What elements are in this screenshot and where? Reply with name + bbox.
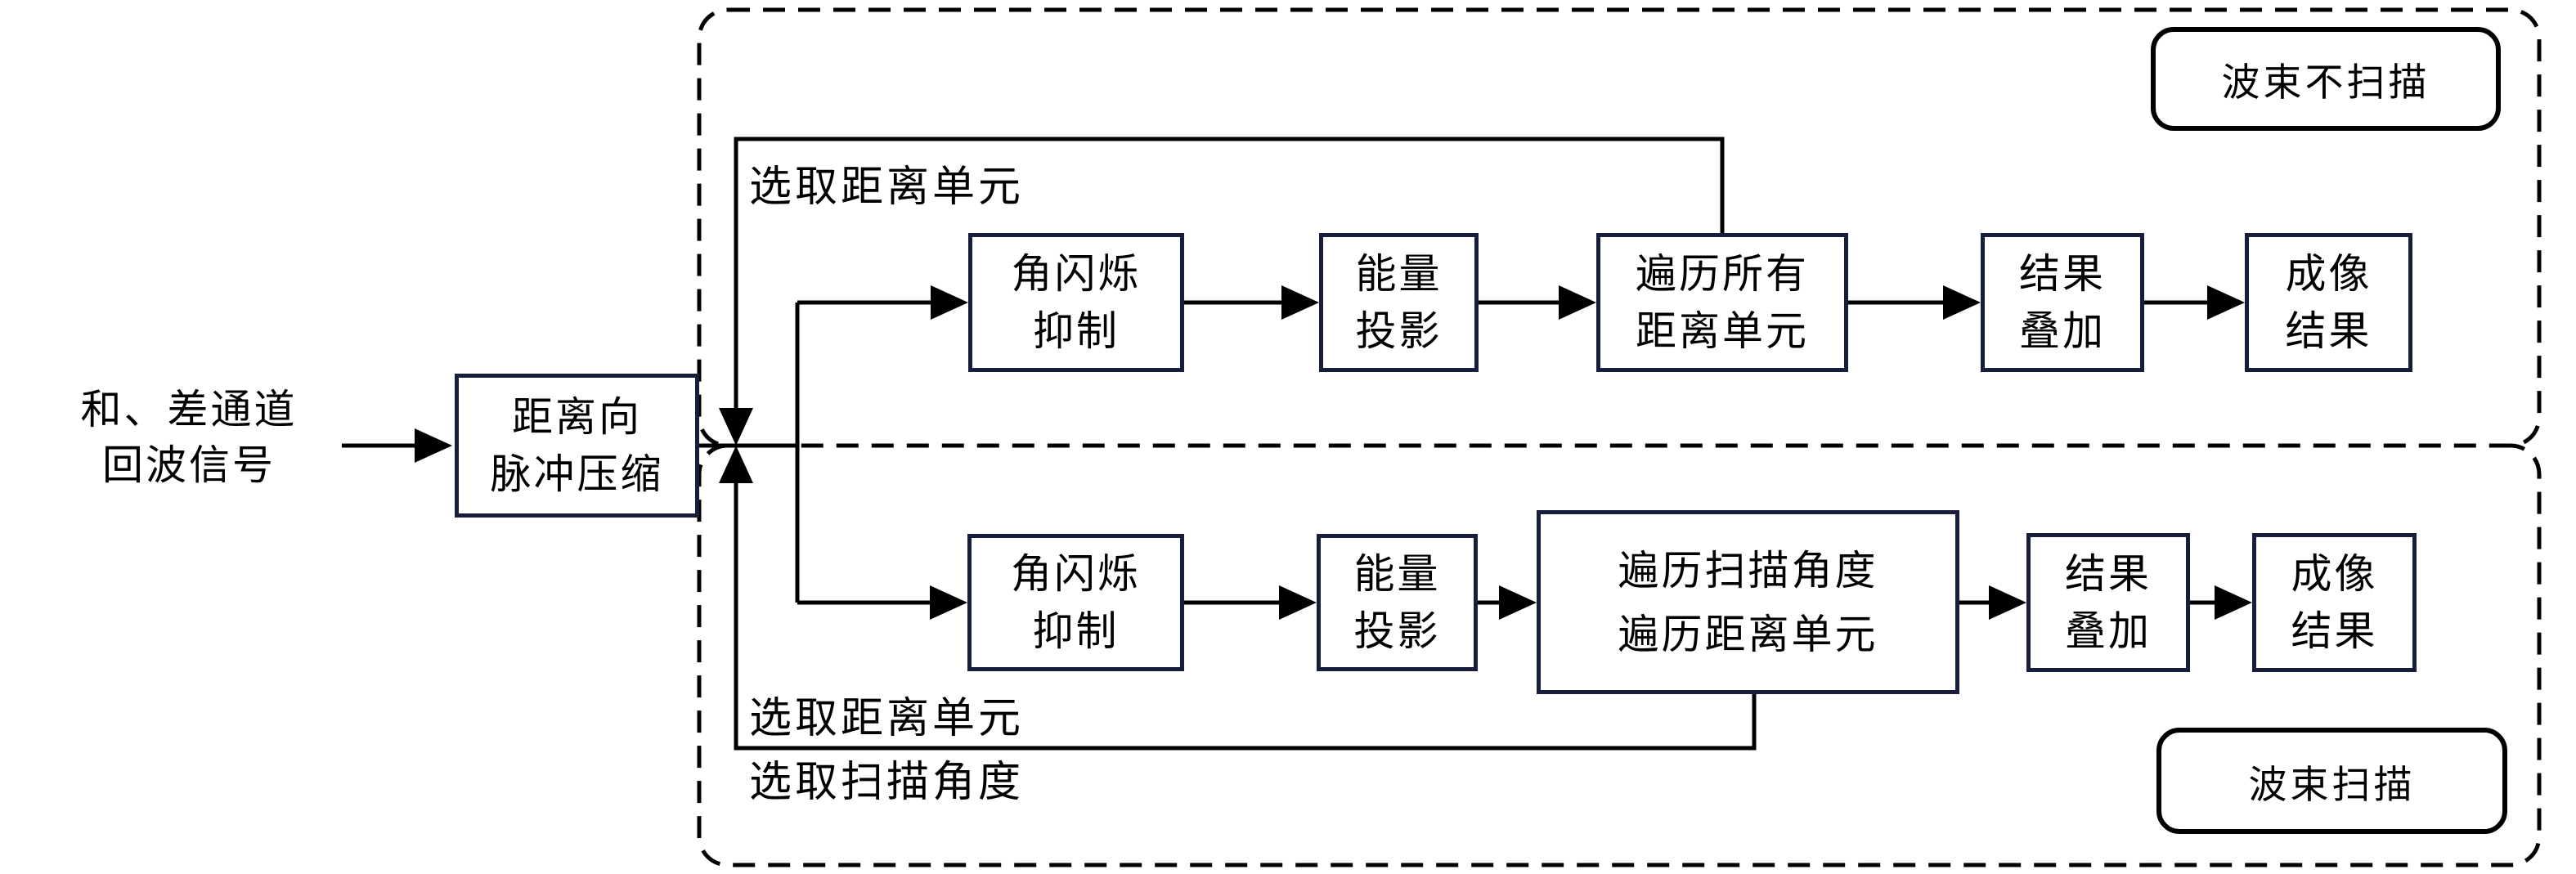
box-range-pulse-compression: 距离向 脉冲压缩 xyxy=(455,374,699,518)
box-imaging-result-bottom: 成像 结果 xyxy=(2252,533,2417,672)
arrowhead-junction-down xyxy=(719,408,753,446)
label-select-range-cell-top: 选取距离单元 xyxy=(749,164,1025,211)
source-signal-label: 和、差通道 回波信号 xyxy=(80,387,298,488)
arrowhead-bottom-2 xyxy=(1499,585,1537,620)
arrowhead-branch-top xyxy=(931,285,968,320)
box-glint-suppression-top: 角闪烁 抑制 xyxy=(968,233,1184,372)
arrowhead-bottom-3 xyxy=(1989,585,2026,620)
loop-bottom-feedback xyxy=(734,483,1757,751)
box-energy-projection-bottom: 能量 投影 xyxy=(1317,534,1478,671)
label-select-range-cell-bottom: 选取距离单元 xyxy=(749,696,1025,742)
box-energy-projection-top: 能量 投影 xyxy=(1319,233,1479,372)
arrowhead-top-4 xyxy=(2207,285,2245,320)
arrowhead-top-2 xyxy=(1559,285,1596,320)
box-iterate-scan-angles-range-cells: 遍历扫描角度 遍历距离单元 xyxy=(1537,510,1959,694)
arrowhead-junction-up xyxy=(719,446,753,483)
arrowhead-bottom-1 xyxy=(1279,585,1317,620)
arrowhead-source xyxy=(415,428,452,463)
arrowhead-top-1 xyxy=(1281,285,1319,320)
box-iterate-all-range-cells: 遍历所有 距离单元 xyxy=(1596,233,1848,372)
box-imaging-result-top: 成像 结果 xyxy=(2245,233,2412,372)
box-result-accumulate-bottom: 结果 叠加 xyxy=(2026,533,2190,672)
label-select-scan-angle: 选取扫描角度 xyxy=(749,760,1025,806)
box-result-accumulate-top: 结果 叠加 xyxy=(1981,233,2144,372)
region-label-beam-no-scan: 波束不扫描 xyxy=(2151,27,2501,131)
dashed-region-beam-no-scan xyxy=(697,7,2542,448)
loop-top-feedback xyxy=(734,137,1725,408)
region-label-beam-scan: 波束扫描 xyxy=(2156,728,2507,834)
dashed-region-beam-scan xyxy=(697,443,2542,867)
arrowhead-branch-bottom xyxy=(930,585,967,620)
arrowhead-top-3 xyxy=(1943,285,1981,320)
box-glint-suppression-bottom: 角闪烁 抑制 xyxy=(967,534,1184,671)
arrowhead-bottom-4 xyxy=(2215,585,2252,620)
